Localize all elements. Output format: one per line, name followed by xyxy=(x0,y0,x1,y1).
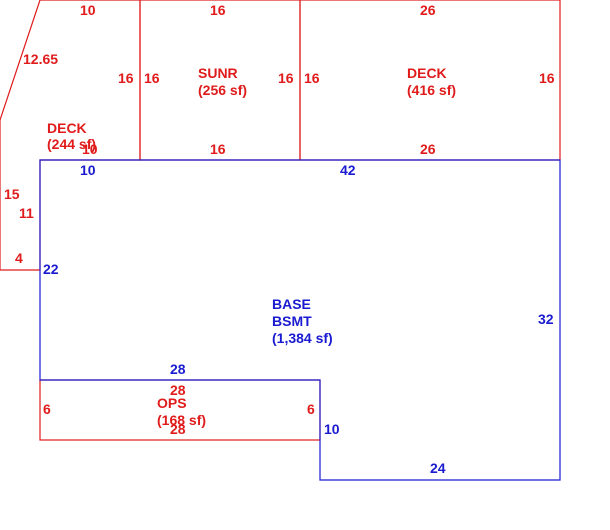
dim-deck-left-side-outer: 15 xyxy=(4,186,20,202)
dim-bsmt-step: 10 xyxy=(324,421,340,437)
dim-deck-right-top: 26 xyxy=(420,2,436,18)
label-deck-right-name: DECK xyxy=(407,65,447,81)
label-basement-name1: BASE xyxy=(272,296,311,312)
dim-bsmt-left: 22 xyxy=(43,261,59,277)
label-deck-left-area: (244 sf) xyxy=(47,136,96,152)
label-ops-name: OPS xyxy=(157,395,187,411)
label-ops-area: (168 sf) xyxy=(157,412,206,428)
dim-deck-right-left: 16 xyxy=(304,70,320,86)
dim-deck-left-bottom: 10 xyxy=(82,141,98,157)
label-deck-left-name: DECK xyxy=(47,120,87,136)
dim-deck-left-diagonal: 12.65 xyxy=(23,51,58,67)
dim-deck-left-right: 16 xyxy=(118,70,134,86)
basement-outline xyxy=(39,159,561,481)
dim-deck-left-top: 10 xyxy=(80,2,96,18)
label-basement-area: (1,384 sf) xyxy=(272,330,333,346)
dim-deck-left-step: 4 xyxy=(15,250,23,266)
dim-sunr-left: 16 xyxy=(144,70,160,86)
dim-deck-right-bottom: 26 xyxy=(420,141,436,157)
dim-deck-right-right: 16 xyxy=(539,70,555,86)
dim-bsmt-top: 42 xyxy=(340,162,356,178)
dim-ops-left: 6 xyxy=(43,401,51,417)
label-basement-name2: BSMT xyxy=(272,313,312,329)
dim-sunr-top: 16 xyxy=(210,2,226,18)
label-sunroom-area: (256 sf) xyxy=(198,82,247,98)
dim-sunr-bottom: 16 xyxy=(210,141,226,157)
label-deck-right-area: (416 sf) xyxy=(407,82,456,98)
dim-bsmt-right: 32 xyxy=(538,311,554,327)
dim-ops-right: 6 xyxy=(307,401,315,417)
dim-ops-bottom: 28 xyxy=(170,421,186,437)
dim-bsmt-bottom: 24 xyxy=(430,460,446,476)
dim-sunr-right: 16 xyxy=(278,70,294,86)
dim-bsmt-top-left: 10 xyxy=(80,162,96,178)
dim-ops-top: 28 xyxy=(170,382,186,398)
dim-deck-left-side-inner: 11 xyxy=(19,205,34,221)
dim-bsmt-ops-top: 28 xyxy=(170,361,186,377)
label-sunroom-name: SUNR xyxy=(198,65,238,81)
